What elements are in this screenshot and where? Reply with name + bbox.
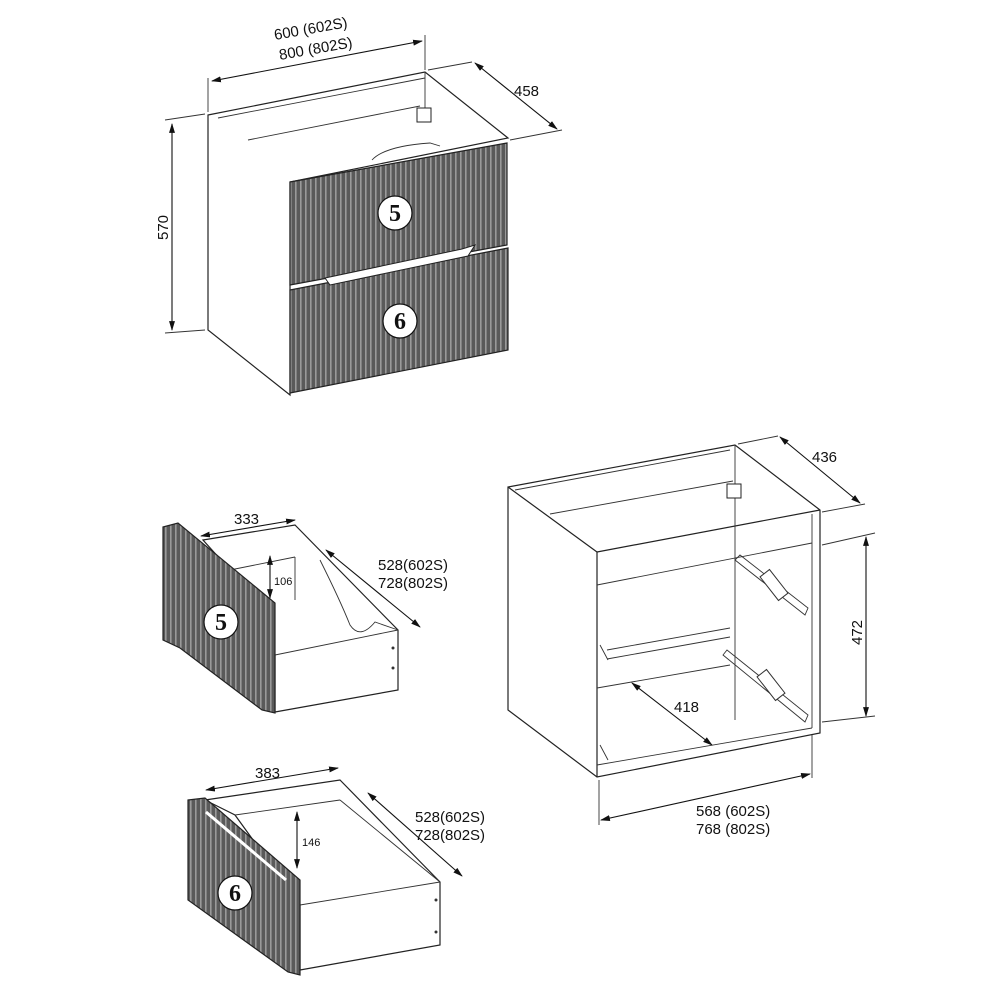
drawer-6-detail-number: 6 (229, 881, 241, 907)
drawer-5-width-label: 333 (234, 511, 259, 528)
carcass-inner-depth-label: 418 (674, 699, 699, 716)
carcass-width-label-1: 568 (602S) (696, 803, 770, 820)
drawer-6-badge (382, 303, 418, 339)
carcass-body (507, 444, 821, 778)
drawer-5-detail-badge (203, 604, 239, 640)
drawer-runner-lower (722, 649, 809, 723)
carcass-inner-depth-line (631, 682, 713, 746)
depth-dimension-line (474, 62, 558, 130)
drawer-5-depth-label-2: 728(802S) (378, 575, 448, 592)
assembled-cabinet: 5 6 600 (602S) 800 (802S) 458 570 (155, 14, 563, 397)
drawer-5-depth-label-1: 528(602S) (378, 557, 448, 574)
height-label: 570 (155, 215, 172, 240)
drawer-5-number: 5 (389, 201, 401, 227)
drawer-6-depth-line (367, 792, 463, 877)
wall-bracket-icon (726, 483, 742, 499)
drawer-5-width-line (200, 518, 296, 538)
drawer-runner-upper (734, 554, 809, 616)
drawer-6-number: 6 (394, 309, 406, 335)
handle-groove (324, 244, 477, 286)
drawer-6-detail: 6 383 146 528(602S) 728(802S) (187, 765, 485, 976)
drawer-6-depth-label-1: 528(602S) (415, 809, 485, 826)
drawer-6-detail-badge (217, 875, 253, 911)
carcass-width-line (600, 773, 811, 821)
drawer-5-badge (377, 195, 413, 231)
carcass-depth-label: 436 (812, 449, 837, 466)
width-dimension-line (211, 39, 423, 83)
cabinet-carcass: 436 472 418 568 (602S) 768 (802S) (507, 435, 876, 838)
drawer-6-depth-label-2: 728(802S) (415, 827, 485, 844)
carcass-depth-line (779, 436, 861, 504)
drawer-5-height-label: 106 (274, 576, 292, 588)
carcass-width-label-2: 768 (802S) (696, 821, 770, 838)
wall-bracket-icon (416, 107, 432, 123)
drawer-5-depth-line (325, 549, 421, 628)
drawer-6-width-label: 383 (255, 765, 280, 782)
depth-label: 458 (514, 83, 539, 100)
drawer-6-width-line (205, 766, 339, 792)
drawer-5-detail-number: 5 (215, 610, 227, 636)
drawer-5-detail: 5 333 106 528(602S) 728(802S) (162, 511, 448, 714)
drawer-6-height-label: 146 (302, 837, 320, 849)
carcass-height-label: 472 (849, 620, 866, 645)
